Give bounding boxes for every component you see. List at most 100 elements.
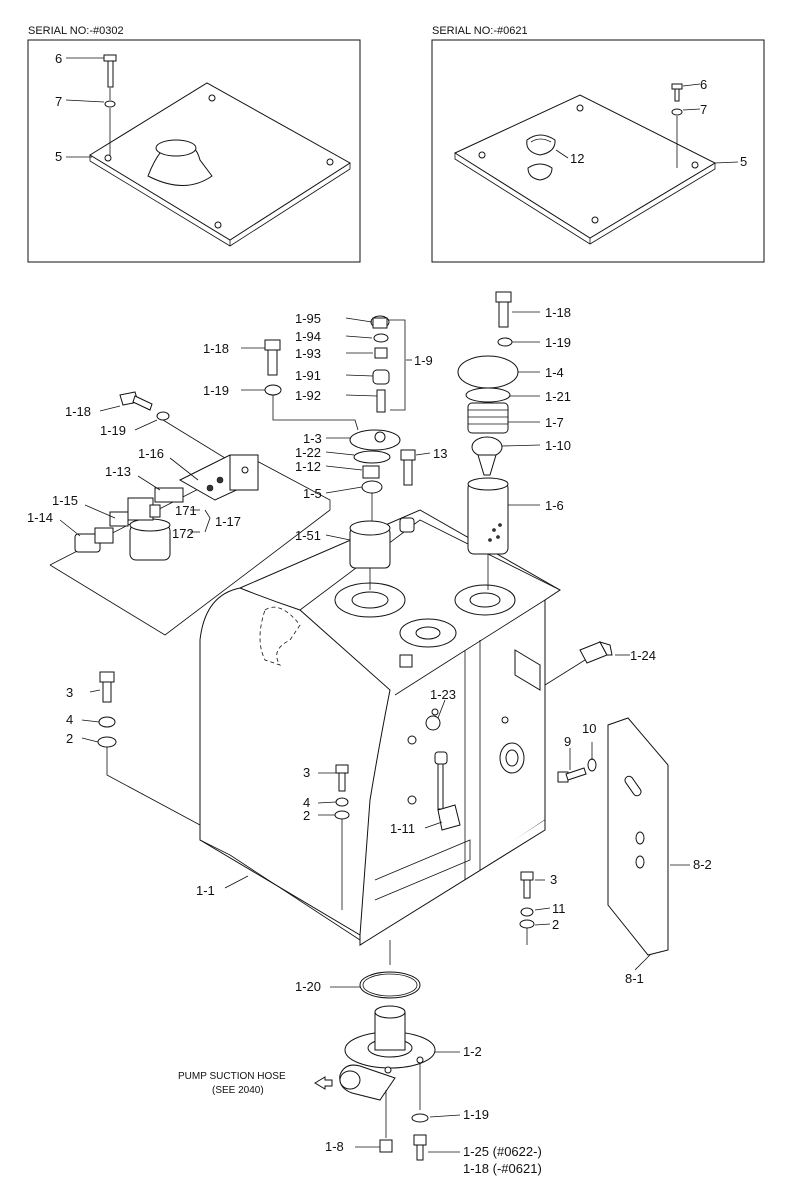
washer-4-center xyxy=(335,797,349,807)
cap-1-3 xyxy=(349,429,401,451)
arrow-icon xyxy=(314,1076,333,1090)
washer-1-19-center xyxy=(264,384,282,396)
label-1-14: 1-14 xyxy=(27,510,54,525)
cover-plate-right xyxy=(453,94,717,245)
washer-1-19-bottom xyxy=(411,1113,429,1123)
label-inset-right-bolt: 6 xyxy=(700,77,708,92)
label-1-11: 1-11 xyxy=(390,821,416,836)
bolt-9 xyxy=(557,767,587,783)
washer-10 xyxy=(587,758,597,772)
label-1-2: 1-2 xyxy=(463,1044,482,1059)
label-9: 9 xyxy=(564,734,572,749)
label-1-7: 1-7 xyxy=(545,415,564,430)
label-1-91: 1-91 xyxy=(295,368,322,383)
label-171: 171 xyxy=(175,503,197,518)
label-1-8: 1-8 xyxy=(325,1139,344,1154)
fitting-1-13 xyxy=(154,487,184,503)
label-4-left: 4 xyxy=(66,712,74,727)
label-8-2: 8-2 xyxy=(693,857,712,872)
spring-1-12 xyxy=(362,465,380,479)
label-13: 13 xyxy=(433,446,448,461)
washer-4-left xyxy=(98,716,116,728)
spring-1-7 xyxy=(467,402,509,434)
inset-box-left xyxy=(27,39,361,263)
bolt-3-center xyxy=(335,764,349,792)
label-1-51: 1-51 xyxy=(295,528,322,543)
plug-13 xyxy=(399,517,415,533)
strainer-1-51 xyxy=(349,520,391,569)
breather-assembly xyxy=(370,315,390,413)
label-11: 11 xyxy=(552,901,566,916)
label-1-92: 1-92 xyxy=(295,388,322,403)
hydraulic-tank xyxy=(199,509,561,946)
bolt-1-18-right xyxy=(495,291,512,328)
label-1-16: 1-16 xyxy=(138,446,165,461)
washer-2-left xyxy=(97,736,117,748)
label-3-center: 3 xyxy=(303,765,311,780)
label-1-5: 1-5 xyxy=(303,486,322,501)
label-8-1: 8-1 xyxy=(625,971,644,986)
bolt-3-right xyxy=(520,871,534,899)
cover-1-4 xyxy=(457,355,519,389)
label-1-95: 1-95 xyxy=(295,311,322,326)
bolt-1-18-left xyxy=(119,391,153,411)
level-gauge-1-11 xyxy=(434,751,461,831)
bolt-1-25 xyxy=(413,1134,427,1161)
washer-2-right xyxy=(519,919,535,929)
valve-1-10 xyxy=(471,436,503,476)
label-2-right: 2 xyxy=(552,917,560,932)
oring-1-20 xyxy=(359,971,421,999)
tank-flanges xyxy=(334,582,516,648)
serial-label-right: SERIAL NO:-#0621 xyxy=(432,25,528,37)
label-1-93: 1-93 xyxy=(295,346,322,361)
label-1-15: 1-15 xyxy=(52,493,79,508)
label-1-19-right: 1-19 xyxy=(545,335,572,350)
filter-element-1-6 xyxy=(467,477,509,555)
label-inset-right-washer: 7 xyxy=(700,102,708,117)
label-inset-left-bolt: 6 xyxy=(55,51,63,66)
coupler-1-14 xyxy=(74,527,114,553)
label-1-17: 1-17 xyxy=(215,514,242,529)
suction-flange-1-2 xyxy=(339,1005,436,1101)
oring-1-22 xyxy=(353,450,391,464)
label-1-3: 1-3 xyxy=(303,431,322,446)
label-1-18-left: 1-18 xyxy=(65,404,92,419)
bolt-13 xyxy=(400,449,416,486)
label-1-19-left: 1-19 xyxy=(100,423,127,438)
valve-1-5 xyxy=(361,480,383,494)
label-1-13: 1-13 xyxy=(105,464,132,479)
washer-11-right xyxy=(520,907,534,917)
plate-8-2 xyxy=(607,717,669,956)
label-1-18-center: 1-18 xyxy=(203,341,230,356)
elbow-fitting-171 xyxy=(127,497,161,521)
label-1-22: 1-22 xyxy=(295,445,322,460)
label-1-18-bottom: 1-18 (-#0621) xyxy=(463,1161,542,1176)
label-inset-left-plate: 5 xyxy=(55,149,63,164)
label-1-20: 1-20 xyxy=(295,979,322,994)
label-1-23: 1-23 xyxy=(430,687,457,702)
label-4-center: 4 xyxy=(303,795,311,810)
label-10: 10 xyxy=(582,721,597,736)
label-inset-left-washer: 7 xyxy=(55,94,63,109)
bracket-1-16 xyxy=(178,454,259,501)
plug-1-8 xyxy=(379,1139,393,1153)
label-1-4: 1-4 xyxy=(545,365,564,380)
label-1-1: 1-1 xyxy=(196,883,215,898)
serial-label-left: SERIAL NO:-#0302 xyxy=(28,25,124,37)
label-1-19-center: 1-19 xyxy=(203,383,230,398)
label-2-left: 2 xyxy=(66,731,74,746)
label-1-25: 1-25 (#0622-) xyxy=(463,1144,542,1159)
pump-suction-hose-label: PUMP SUCTION HOSE xyxy=(178,1071,286,1082)
label-3-right: 3 xyxy=(550,872,558,887)
label-1-10: 1-10 xyxy=(545,438,572,453)
label-1-21: 1-21 xyxy=(545,389,572,404)
label-inset-right-cap: 12 xyxy=(570,151,585,166)
label-1-24: 1-24 xyxy=(630,648,657,663)
label-1-18-right: 1-18 xyxy=(545,305,572,320)
label-inset-right-plate: 5 xyxy=(740,154,748,169)
washer-2-center xyxy=(334,810,350,820)
label-3-left: 3 xyxy=(66,685,74,700)
washer-1-19-left xyxy=(156,411,170,421)
fitting-1-24 xyxy=(579,641,613,664)
